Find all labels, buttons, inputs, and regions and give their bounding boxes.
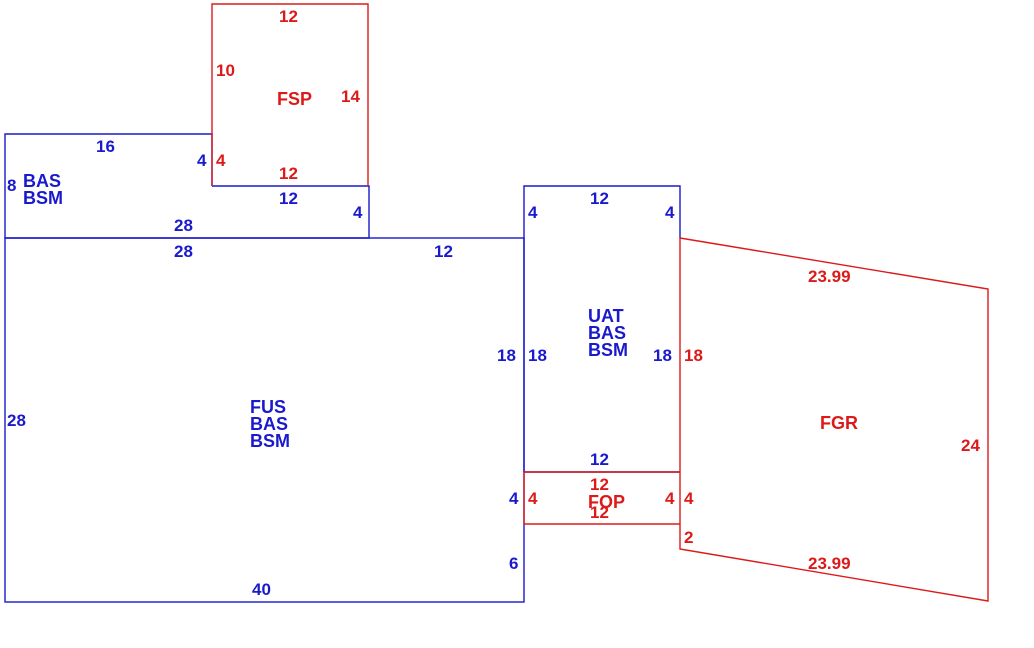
dim-fgr-bottom: 23.99 [808,554,851,573]
dim-bas-right: 4 [197,151,207,170]
dim-fsp-top: 12 [279,7,298,26]
dim-fsp-right: 14 [341,87,360,106]
fop-outline [523,472,680,525]
dim-fsp-bottom: 12 [279,164,298,183]
dim-fgr-left: 18 [684,346,703,365]
red-dimension-labels: 12 10 14 4 12 12 12 4 4 18 4 2 23.99 23.… [216,7,980,573]
dim-uat-top: 12 [590,189,609,208]
dim-fgr-left-low: 4 [684,489,694,508]
fgr-outline [679,237,989,602]
dim-fus-top-left: 28 [174,242,193,261]
dim-fgr-left-bottom: 2 [684,528,693,547]
uat-block-outline [523,185,681,472]
dim-bas-top: 16 [96,137,115,156]
dim-fgr-top: 23.99 [808,267,851,286]
dim-fop-right: 4 [665,489,675,508]
blue-dimension-labels: 16 8 4 28 12 4 28 12 28 40 18 4 6 12 4 4… [7,137,675,599]
bas-area-label: BAS BSM [23,171,66,208]
dim-uat-bottom: 12 [590,450,609,469]
dim-bas-left: 8 [7,176,16,195]
dim-uat-right: 18 [653,346,672,365]
dim-ext-bottom: 12 [279,189,298,208]
dim-uat-left-top: 4 [528,203,538,222]
dim-bas-bottom: 28 [174,216,193,235]
dim-fop-top: 12 [590,475,609,494]
dim-fus-right: 18 [497,346,516,365]
dim-uat-right-top: 4 [665,203,675,222]
dim-fsp-left-low: 4 [216,151,226,170]
dim-fus-bottom: 40 [252,580,271,599]
dim-uat-left: 18 [528,346,547,365]
area-labels: BAS BSM FSP FUS BAS BSM UAT BAS BSM FOP … [23,89,858,512]
dim-ext-right: 4 [353,203,363,222]
uat-area-label: UAT BAS BSM [588,306,631,360]
red-outlines [211,3,989,602]
dim-fsp-left: 10 [216,61,235,80]
dim-fus-right-low: 4 [509,489,519,508]
dim-fop-left: 4 [528,489,538,508]
dim-fus-top-right: 12 [434,242,453,261]
fus-area-label: FUS BAS BSM [250,397,293,451]
dim-fgr-right: 24 [961,436,980,455]
fsp-area-label: FSP [277,89,312,109]
dim-fop-bottom: 12 [590,503,609,522]
blue-outlines [4,133,681,603]
dim-fus-left: 28 [7,411,26,430]
fsp-outline [211,3,369,186]
fgr-area-label: FGR [820,413,858,433]
dim-fus-right-bottom: 6 [509,554,518,573]
fop-area-label: FOP [588,492,625,512]
